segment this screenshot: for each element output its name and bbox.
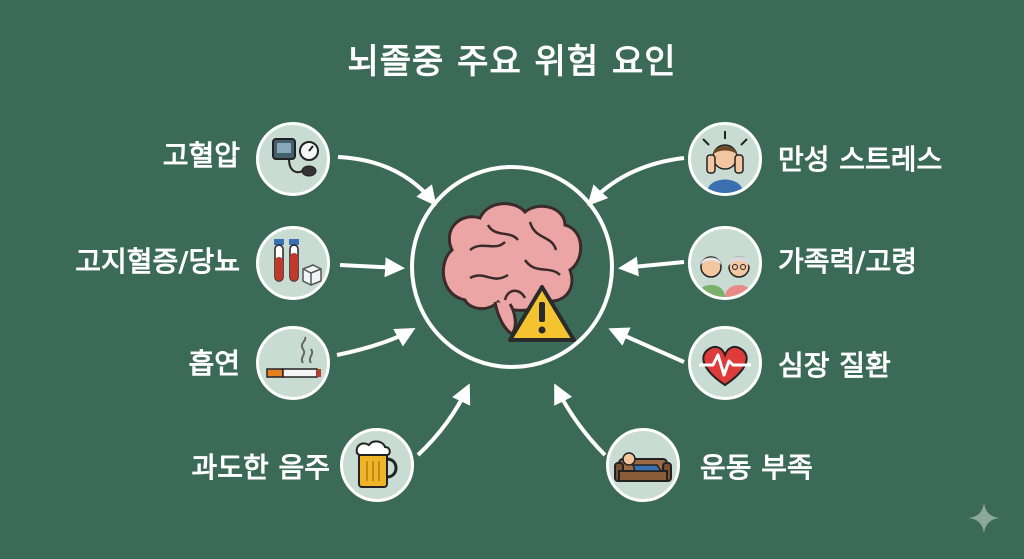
warning-icon [508,285,576,342]
beer-mug-icon [355,440,398,488]
factor-hypertension [256,122,330,196]
sparkle-icon [968,502,1000,534]
factor-family-age [688,226,762,300]
arrow-inactivity [554,383,607,457]
factor-drinking [340,428,414,502]
arrow-hyperlipidemia-diabetes [339,257,405,278]
factor-inactivity [606,428,680,502]
arrow-hypertension [337,155,437,207]
factor-stress [688,122,762,196]
page-title: 뇌졸중 주요 위험 요인 [347,42,677,82]
center-circle [410,165,614,369]
label-family-age: 가족력/고령 [778,245,918,278]
cigarette-icon [266,336,321,378]
label-hyperlipidemia-diabetes: 고지혈증/당뇨 [75,245,240,278]
label-hypertension: 고혈압 [162,139,240,172]
factor-hyperlipidemia-diabetes [256,226,330,300]
elderly-couple-icon [697,256,753,297]
stressed-person-icon [702,131,748,193]
arrow-heart-disease [608,327,685,364]
label-smoking: 흡연 [188,347,240,380]
heart-ecg-icon [699,345,751,387]
label-drinking: 과도한 음주 [191,451,330,484]
arrow-stress [587,156,685,206]
factor-smoking [256,326,330,400]
arrow-smoking [336,328,416,357]
blood-pressure-monitor-icon [272,138,319,177]
arrow-drinking [416,383,471,457]
couch-lying-person-icon [614,452,672,482]
label-stress: 만성 스트레스 [778,143,943,176]
arrow-family-age [618,256,685,277]
label-inactivity: 운동 부족 [700,451,813,484]
factor-heart-disease [688,326,762,400]
label-heart-disease: 심장 질환 [778,349,891,382]
brain-icon [441,202,583,336]
blood-test-tubes-sugar-cube-icon [274,239,322,286]
